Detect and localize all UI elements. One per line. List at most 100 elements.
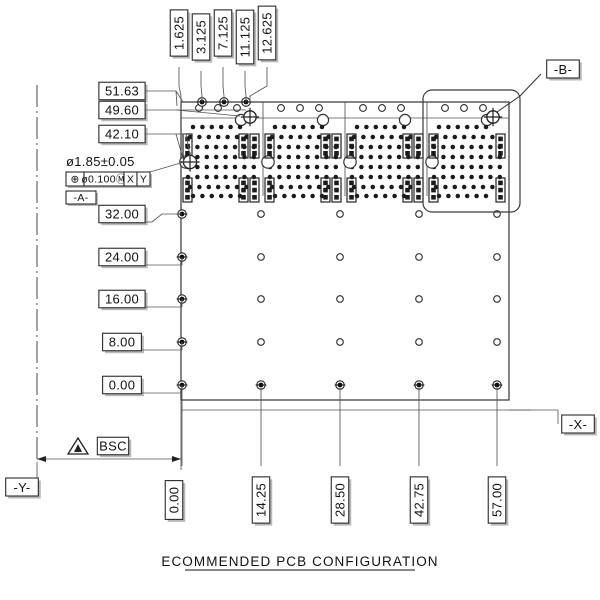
signal-pad [195, 164, 200, 170]
warning-triangle-icon [66, 436, 90, 455]
left-dimension-label: 49.60 [98, 100, 148, 122]
pad-stack-cell [267, 151, 272, 156]
signal-pad [392, 124, 397, 130]
signal-pad [232, 144, 238, 150]
signal-pad [232, 164, 238, 170]
pad-stack-cell [252, 195, 257, 200]
signal-pad [478, 164, 484, 170]
signal-pad [398, 184, 404, 190]
pad-stack [264, 177, 275, 203]
left-dim-leader [175, 90, 178, 107]
signal-pad [455, 193, 461, 199]
signal-pad [204, 154, 210, 160]
label-text: 57.00 [490, 483, 505, 517]
mounting-hole [257, 295, 265, 303]
label-box [102, 332, 142, 352]
signal-pad [455, 124, 461, 130]
signal-pad [295, 164, 301, 170]
top-dim-leader [222, 85, 225, 97]
signal-pad [305, 164, 310, 170]
label-text: 1.625 [172, 16, 187, 50]
pad-stack [249, 133, 260, 159]
signal-pad [469, 164, 474, 170]
pad-stack-outline [428, 133, 439, 159]
datum-label: -B- [554, 62, 572, 77]
signal-pad [450, 154, 456, 160]
warning-outline [66, 436, 90, 455]
signal-pad [242, 164, 247, 170]
signal-pad [286, 174, 292, 180]
pad-stack-cell [405, 136, 410, 142]
pad-stack-cell [498, 151, 503, 156]
pad-stack-outline [320, 133, 331, 159]
top-dimension-label: 3.125 [191, 13, 213, 63]
mounting-hole [336, 295, 344, 303]
pad-stack [413, 133, 424, 159]
pad-stack-cell [323, 136, 328, 142]
pad-stack-cell [416, 136, 421, 142]
bottom-dimension-label: 28.50 [330, 476, 352, 526]
datum-flag-b: -B- [546, 59, 582, 81]
signal-pad [401, 124, 407, 130]
signal-pad [483, 124, 489, 130]
signal-pad [291, 193, 297, 199]
signal-pad [370, 184, 376, 190]
signal-pad [464, 193, 470, 199]
signal-pad [364, 193, 369, 199]
label-text: 14.25 [254, 483, 269, 517]
pad-stack-cell [241, 151, 246, 156]
signal-pad [314, 174, 320, 180]
signal-pad [443, 184, 448, 190]
signal-pad [480, 134, 486, 140]
bsc-label: BSC [96, 436, 132, 458]
signal-pad [234, 184, 240, 190]
warning-glyph [74, 444, 82, 452]
pad-stack-cell [349, 151, 354, 156]
datum-label: -X- [569, 417, 587, 432]
pad-stack-cell [241, 136, 246, 142]
signal-pad [377, 144, 383, 150]
pad-stack-outline [264, 133, 275, 159]
drawing-title: ECOMMENDED PCB CONFIGURATION [161, 554, 438, 569]
signal-pad [361, 184, 366, 190]
signal-pad [478, 154, 484, 160]
signal-pad [361, 134, 366, 140]
pad-stack [238, 177, 249, 203]
pad-stack [495, 177, 506, 203]
signal-pad [213, 164, 219, 170]
signal-pad [314, 164, 320, 170]
label-box [98, 204, 146, 224]
signal-pad [452, 184, 458, 190]
pad-stack-cell [431, 143, 436, 149]
pad-stack-cell [241, 195, 246, 200]
pad-stack-outline [402, 133, 413, 159]
pad-stack-cell [323, 180, 328, 186]
signal-pad [300, 124, 306, 130]
signal-pad [359, 164, 364, 170]
label-text: 42.75 [412, 483, 427, 517]
signal-pad [297, 184, 303, 190]
signal-pad [387, 174, 392, 180]
signal-pad [368, 164, 374, 170]
pad-stack-cell [416, 143, 421, 149]
pad-stack-cell [323, 187, 328, 193]
signal-pad [469, 154, 474, 160]
datum-a-box [65, 190, 97, 205]
left-dim-leader [175, 109, 241, 117]
signal-pad [333, 164, 339, 170]
pad-stack-cell [185, 143, 190, 149]
pad-stack-cell [349, 187, 354, 193]
pad-stack-cell [498, 143, 503, 149]
pad-stack-outline [320, 177, 331, 203]
signal-pad [234, 134, 240, 140]
pad-stack-cell [349, 180, 354, 186]
top-dim-leader [249, 85, 268, 97]
signal-pad [396, 174, 402, 180]
pad-stack [331, 133, 342, 159]
signal-pad [373, 193, 379, 199]
pad-stack-cell [334, 195, 339, 200]
pad-stack [182, 177, 193, 203]
signal-pad [277, 154, 282, 160]
